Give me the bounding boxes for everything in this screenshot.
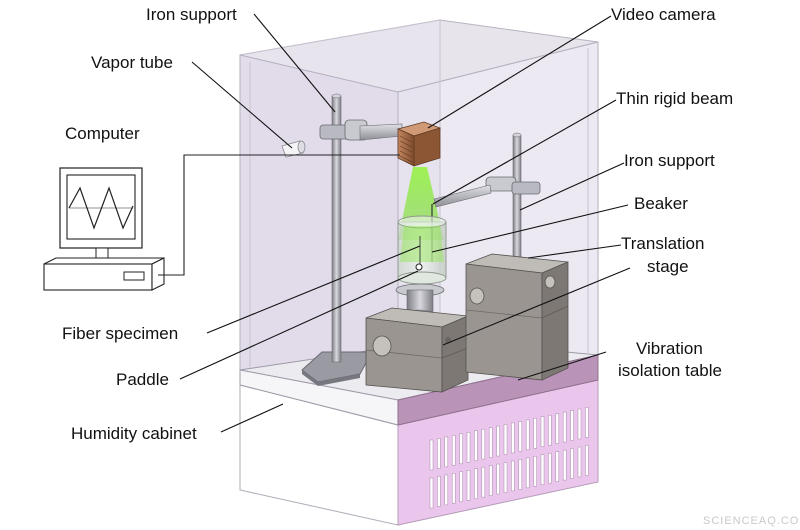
label-vibration-line2: isolation table <box>618 361 722 380</box>
label-translation-stage-line2: stage <box>647 257 689 276</box>
vent-slot <box>459 471 463 503</box>
vent-grille <box>429 407 589 509</box>
vent-slot <box>474 468 478 499</box>
vent-slot <box>577 446 582 478</box>
vent-slot <box>503 462 508 493</box>
vent-slot <box>466 470 471 501</box>
vent-slot <box>540 416 545 447</box>
vent-slot <box>562 449 567 481</box>
label-vibration-line1: Vibration <box>636 339 703 358</box>
label-iron-support-top: Iron support <box>146 5 237 24</box>
label-video-camera: Video camera <box>611 5 716 24</box>
iron-support-left <box>301 93 403 386</box>
watermark: SCIENCEAQ.COM <box>703 515 800 527</box>
vent-slot <box>496 425 500 457</box>
vent-slot <box>518 459 523 490</box>
vent-slot <box>503 424 508 455</box>
vent-slot <box>488 427 493 458</box>
computer <box>43 167 165 291</box>
camera-fin <box>399 145 413 153</box>
camera-fin <box>399 150 413 158</box>
vent-slot <box>533 418 537 449</box>
label-fiber-specimen: Fiber specimen <box>62 324 178 343</box>
label-iron-support-right: Iron support <box>624 151 715 170</box>
vent-slot <box>525 457 530 489</box>
camera-fin <box>399 140 413 148</box>
vent-slot <box>474 430 478 461</box>
iron-support-right <box>433 132 541 266</box>
video-camera <box>396 121 442 167</box>
vent-slot <box>459 433 463 465</box>
labels: Iron support Video camera Vapor tube Thi… <box>62 5 733 443</box>
vent-slot <box>555 413 560 444</box>
vent-slot <box>518 421 523 452</box>
vent-slot <box>570 410 574 441</box>
label-humidity-cabinet: Humidity cabinet <box>71 424 197 443</box>
label-beaker: Beaker <box>634 194 688 213</box>
vent-slot <box>577 408 582 440</box>
vent-slot <box>511 422 515 454</box>
vent-slot <box>555 451 560 482</box>
vent-slot <box>451 435 456 466</box>
label-paddle: Paddle <box>116 370 169 389</box>
vent-slot <box>562 411 567 443</box>
label-translation-stage-line1: Translation <box>621 234 704 253</box>
vent-slot <box>481 466 486 498</box>
vent-slot <box>488 465 493 496</box>
vent-slot <box>585 407 589 438</box>
vapor-tube <box>281 140 306 158</box>
vent-slot <box>429 439 434 471</box>
vent-slot <box>466 432 471 463</box>
vent-slot <box>437 476 441 507</box>
vent-slot <box>585 445 589 476</box>
vent-slot <box>444 436 449 468</box>
vent-slot <box>570 448 574 479</box>
paddle <box>415 263 423 271</box>
label-thin-rigid-beam: Thin rigid beam <box>616 89 733 108</box>
vent-slot <box>444 474 449 506</box>
vent-slot <box>437 438 441 469</box>
vent-slot <box>481 428 486 460</box>
vent-slot <box>451 473 456 504</box>
vent-slot <box>533 456 537 487</box>
vent-slot <box>511 460 515 492</box>
camera-fin <box>399 155 413 163</box>
data-cable <box>158 154 400 276</box>
vent-slot <box>540 454 545 485</box>
label-computer: Computer <box>65 124 140 143</box>
vent-slot <box>429 477 434 509</box>
vent-slot <box>548 452 552 484</box>
vent-slot <box>496 463 500 495</box>
leader-lines <box>179 13 631 433</box>
translation-stage-back <box>465 253 569 381</box>
vent-slot <box>525 419 530 451</box>
camera-fin <box>399 135 413 143</box>
translation-stage-front <box>365 307 469 393</box>
label-vapor-tube: Vapor tube <box>91 53 173 72</box>
vent-slot <box>548 414 552 446</box>
